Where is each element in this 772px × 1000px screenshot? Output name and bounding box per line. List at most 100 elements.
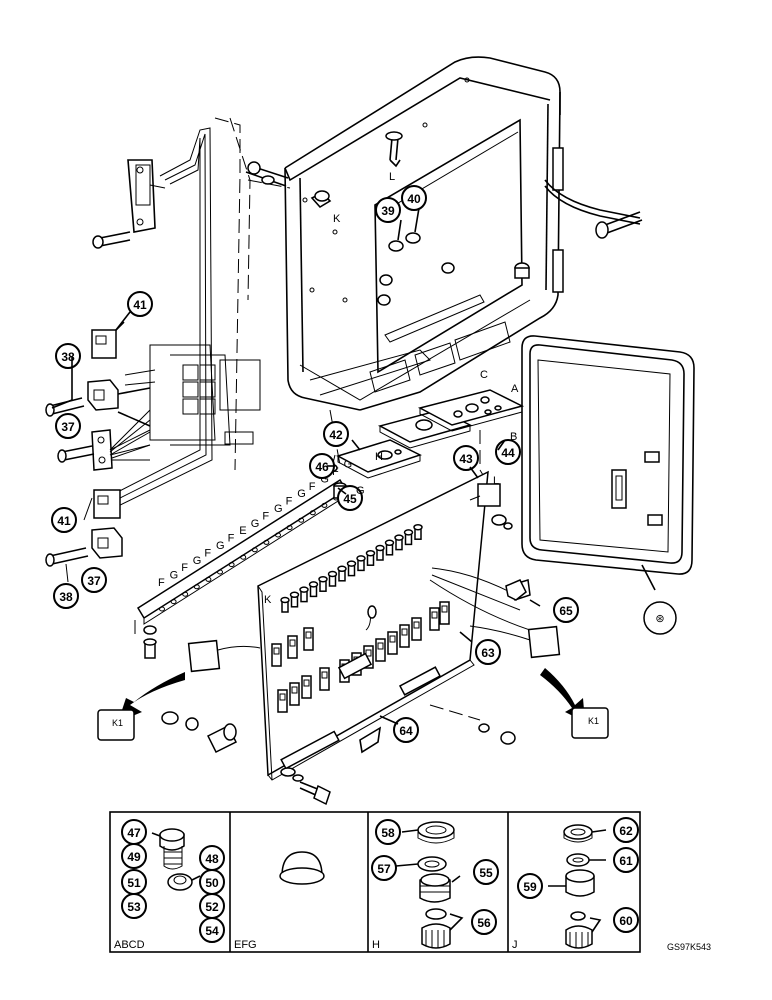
svg-text:38: 38 <box>61 350 75 364</box>
callout-62: 62 <box>613 817 639 843</box>
letter-b: B <box>510 431 517 443</box>
callout-37: 37 <box>55 413 81 439</box>
arrow-left <box>118 672 185 722</box>
letter-l-board: L <box>493 475 499 487</box>
panel-efg-label: EFG <box>234 939 257 951</box>
strip-letter: F <box>181 562 188 574</box>
svg-text:56: 56 <box>477 916 491 930</box>
svg-text:49: 49 <box>127 850 141 864</box>
callout-41: 41 <box>127 291 153 317</box>
strip-letter: F <box>309 481 316 493</box>
callout-48: 48 <box>199 845 225 871</box>
callout-52: 52 <box>199 893 225 919</box>
svg-text:50: 50 <box>205 876 219 890</box>
panel-efg: EFG <box>234 851 325 951</box>
svg-text:52: 52 <box>205 900 219 914</box>
svg-text:44: 44 <box>501 446 515 460</box>
svg-text:55: 55 <box>479 866 493 880</box>
bolt-lower <box>280 767 331 806</box>
strip-letter: G <box>216 540 225 552</box>
callout-38: 38 <box>53 583 79 609</box>
panel-abcd: ABCD <box>114 828 201 951</box>
strip-letter: G <box>297 488 306 500</box>
letter-h: H <box>375 451 383 463</box>
letter-k-board: K <box>264 594 272 606</box>
callout-40: 40 <box>401 185 427 211</box>
relay-k1-right: K1 <box>571 707 609 739</box>
strip-letter: G <box>251 518 260 530</box>
callout-63: 63 <box>475 639 501 665</box>
callout-45: 45 <box>337 485 363 511</box>
strip-letter: F <box>262 510 269 522</box>
svg-text:54: 54 <box>205 924 219 938</box>
svg-text:45: 45 <box>343 492 357 506</box>
svg-text:46: 46 <box>315 460 329 474</box>
relay-label-right: K1 <box>588 716 599 726</box>
svg-text:59: 59 <box>523 880 537 894</box>
svg-text:65: 65 <box>559 604 573 618</box>
strip-letter: F <box>158 577 165 589</box>
callout-47: 47 <box>121 819 147 845</box>
plate-44 <box>417 389 525 432</box>
relay-lower-left <box>93 489 121 519</box>
circuit-board <box>257 470 551 781</box>
letter-g: G <box>356 485 365 497</box>
screw-38b <box>45 547 89 567</box>
svg-text:63: 63 <box>481 646 495 660</box>
leader-lines <box>51 207 541 725</box>
svg-text:47: 47 <box>127 826 141 840</box>
strip-letter: G <box>170 570 179 582</box>
svg-text:37: 37 <box>61 420 75 434</box>
svg-text:64: 64 <box>399 724 413 738</box>
strip-letter: G <box>193 555 202 567</box>
detail-panels: ABCD EFG H <box>109 811 641 953</box>
callout-57: 57 <box>371 855 397 881</box>
panel-h-label: H <box>372 939 380 951</box>
callout-49: 49 <box>121 843 147 869</box>
nuts-lower <box>161 711 516 754</box>
callout-38: 38 <box>55 343 81 369</box>
svg-text:⊛: ⊛ <box>655 613 664 625</box>
callout-59: 59 <box>517 873 543 899</box>
bracket-middle <box>57 409 151 471</box>
svg-text:58: 58 <box>381 826 395 840</box>
callout-37: 37 <box>81 567 107 593</box>
enclosure-box <box>284 56 641 411</box>
svg-text:51: 51 <box>127 876 141 890</box>
screw-38a <box>45 397 85 417</box>
strip-letter: F <box>204 547 211 559</box>
relay-upper-left <box>91 321 125 359</box>
svg-text:60: 60 <box>619 914 633 928</box>
svg-text:42: 42 <box>329 428 343 442</box>
callout-65: 65 <box>553 597 579 623</box>
strip-letter: G <box>320 473 329 485</box>
strip-letter: F <box>332 466 339 478</box>
callout-56: 56 <box>471 909 497 935</box>
svg-text:62: 62 <box>619 824 633 838</box>
svg-text:57: 57 <box>377 862 391 876</box>
strip-letter: F <box>286 496 293 508</box>
relay-k1-mid-left <box>187 639 261 673</box>
svg-text:40: 40 <box>407 192 421 206</box>
relay-socket-upper <box>87 379 151 411</box>
relay-label-left: K1 <box>112 718 123 728</box>
callout-39: 39 <box>375 197 401 223</box>
figure-code: GS97K543 <box>667 942 711 952</box>
callout-55: 55 <box>473 859 499 885</box>
callout-54: 54 <box>199 917 225 943</box>
svg-text:38: 38 <box>59 590 73 604</box>
callout-42: 42 <box>323 421 349 447</box>
svg-text:48: 48 <box>205 852 219 866</box>
letter-a: A <box>511 383 519 395</box>
callout-61: 61 <box>613 847 639 873</box>
svg-text:41: 41 <box>133 298 147 312</box>
strip-letter: F <box>228 533 235 545</box>
strip-letter: G <box>344 459 353 471</box>
relay-k1-left: K1 <box>97 709 135 741</box>
enclosure-door: ⊛ <box>521 335 695 635</box>
letters: K L C A B H L K G <box>264 171 519 606</box>
callout-50: 50 <box>199 869 225 895</box>
